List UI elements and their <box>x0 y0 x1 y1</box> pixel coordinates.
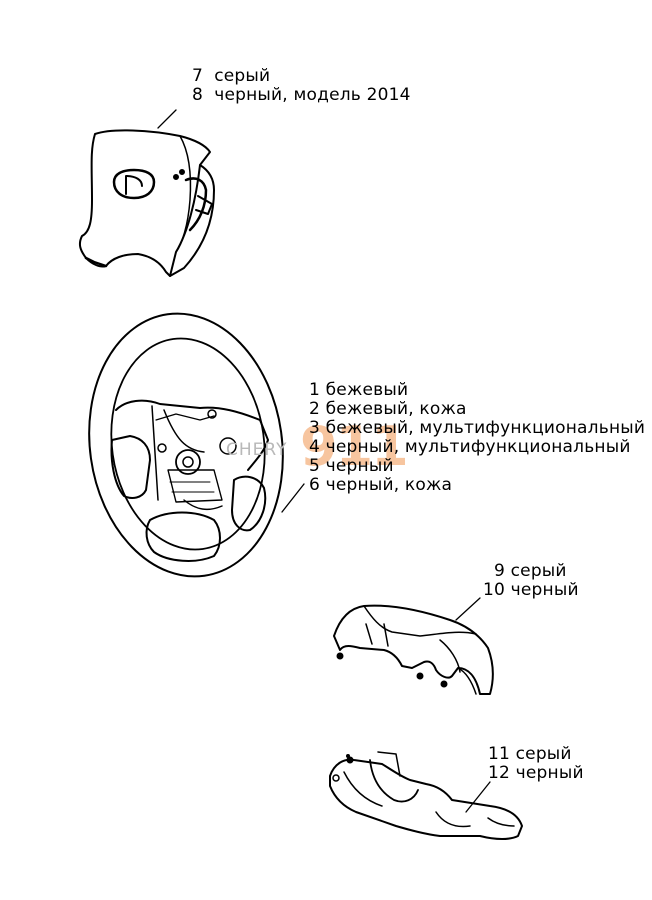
callout-lower-cover: 11 серый 12 черный <box>488 745 584 783</box>
callout-line: 4 черный, мультифункциональный <box>308 437 631 457</box>
callout-line: 2 бежевый, кожа <box>308 399 467 419</box>
callout-line: 9 серый <box>493 561 567 581</box>
airbag-module <box>78 109 215 277</box>
callout-line: 11 серый <box>488 744 572 764</box>
callout-wheel: 1 бежевый 2 бежевый, кожа 3 бежевый, мул… <box>308 381 645 495</box>
callout-line: 10 черный <box>483 580 579 600</box>
callout-line: 7 серый <box>191 66 271 86</box>
watermark-logo: 911 <box>300 415 409 478</box>
callout-line: 3 бежевый, мультифункциональный <box>308 418 646 438</box>
callout-line: 8 черный, модель 2014 <box>191 85 411 105</box>
lower-column-cover <box>329 751 523 840</box>
upper-column-cover <box>333 597 494 695</box>
callout-line: 6 черный, кожа <box>308 475 453 495</box>
steering-wheel <box>88 312 305 578</box>
callout-line: 1 бежевый <box>308 380 409 400</box>
callout-airbag: 7 серый 8 черный, модель 2014 <box>187 67 411 105</box>
callout-upper-cover: 9 серый 10 черный <box>483 562 579 600</box>
watermark-text: CHERY <box>226 440 288 460</box>
callout-line: 5 черный <box>308 456 394 476</box>
callout-line: 12 черный <box>488 763 584 783</box>
